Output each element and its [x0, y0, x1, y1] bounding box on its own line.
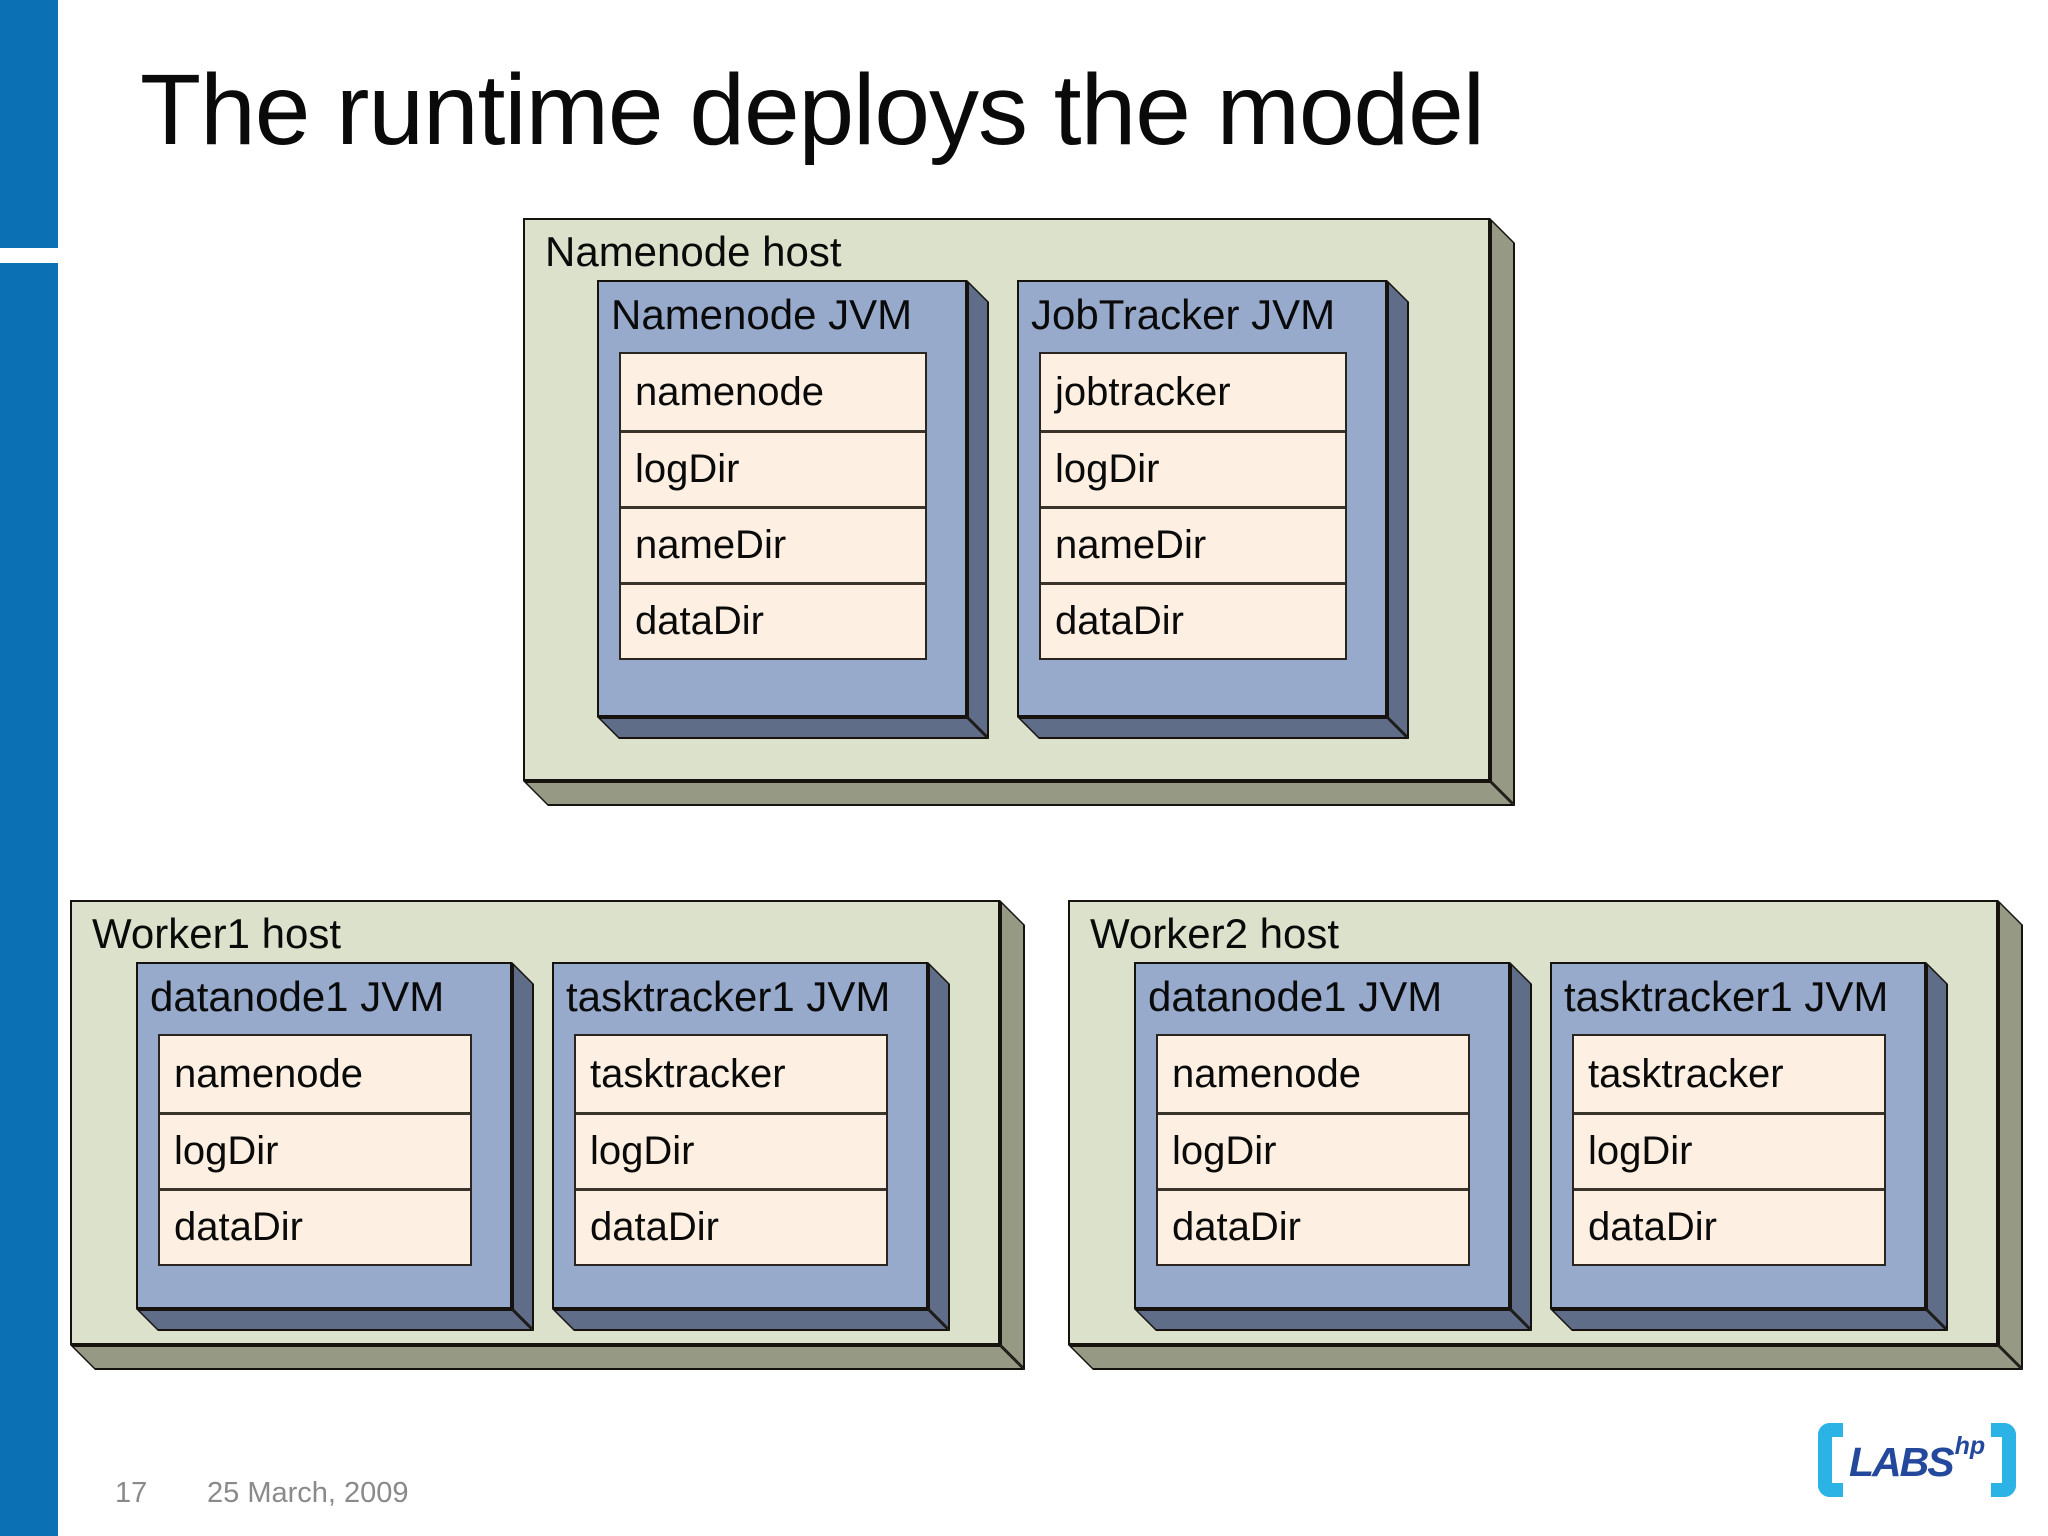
- host-extrusion-right: [1998, 900, 2023, 1370]
- sidebar-accent-bar: [0, 0, 58, 1536]
- process-row: dataDir: [576, 1188, 886, 1264]
- process-row: dataDir: [1041, 582, 1345, 658]
- jvm-box-namenode: Namenode JVM namenode logDir nameDir dat…: [597, 280, 989, 739]
- process-row: namenode: [160, 1036, 470, 1112]
- hp-labs-logo: LABS hp: [1818, 1421, 2017, 1499]
- jvm-box-tasktracker1: tasktracker1 JVM tasktracker logDir data…: [1550, 962, 1948, 1331]
- jvm-label: datanode1 JVM: [150, 973, 445, 1020]
- host-face: Worker2 host datanode1 JVM namenode logD…: [1068, 900, 1998, 1345]
- jvm-extrusion-right: [1926, 962, 1948, 1331]
- process-row: logDir: [1574, 1112, 1884, 1188]
- host-extrusion-right: [1000, 900, 1025, 1370]
- host-extrusion-bottom: [523, 781, 1515, 806]
- host-face: Worker1 host datanode1 JVM namenode logD…: [70, 900, 1000, 1345]
- jvm-extrusion-bottom: [552, 1309, 950, 1331]
- jvm-face: datanode1 JVM namenode logDir dataDir: [136, 962, 512, 1309]
- host-label: Worker2 host: [1090, 910, 1339, 957]
- process-list: namenode logDir dataDir: [158, 1034, 472, 1266]
- process-row: logDir: [1158, 1112, 1468, 1188]
- process-list: namenode logDir dataDir: [1156, 1034, 1470, 1266]
- host-box-worker2: Worker2 host datanode1 JVM namenode logD…: [1068, 900, 2023, 1370]
- jvm-extrusion-bottom: [1550, 1309, 1948, 1331]
- process-row: jobtracker: [1041, 354, 1345, 430]
- process-list: tasktracker logDir dataDir: [574, 1034, 888, 1266]
- host-label: Namenode host: [545, 228, 842, 275]
- host-box-worker1: Worker1 host datanode1 JVM namenode logD…: [70, 900, 1025, 1370]
- process-row: logDir: [1041, 430, 1345, 506]
- process-row: dataDir: [160, 1188, 470, 1264]
- process-row: namenode: [621, 354, 925, 430]
- host-face: Namenode host Namenode JVM namenode logD…: [523, 218, 1490, 781]
- process-row: namenode: [1158, 1036, 1468, 1112]
- jvm-face: tasktracker1 JVM tasktracker logDir data…: [1550, 962, 1926, 1309]
- logo-brand-text: LABS: [1849, 1438, 1955, 1485]
- jvm-label: datanode1 JVM: [1148, 973, 1443, 1020]
- host-box-namenode: Namenode host Namenode JVM namenode logD…: [523, 218, 1515, 806]
- process-row: dataDir: [1574, 1188, 1884, 1264]
- slide-date: 25 March, 2009: [207, 1477, 409, 1509]
- process-list: jobtracker logDir nameDir dataDir: [1039, 352, 1347, 660]
- process-row: tasktracker: [1574, 1036, 1884, 1112]
- jvm-extrusion-bottom: [597, 717, 989, 739]
- jvm-extrusion-right: [928, 962, 950, 1331]
- jvm-extrusion-bottom: [136, 1309, 534, 1331]
- host-extrusion-bottom: [1068, 1345, 2023, 1370]
- jvm-face: datanode1 JVM namenode logDir dataDir: [1134, 962, 1510, 1309]
- jvm-extrusion-bottom: [1017, 717, 1409, 739]
- process-list: namenode logDir nameDir dataDir: [619, 352, 927, 660]
- jvm-label: Namenode JVM: [611, 291, 913, 338]
- process-row: dataDir: [1158, 1188, 1468, 1264]
- process-list: tasktracker logDir dataDir: [1572, 1034, 1886, 1266]
- jvm-extrusion-right: [1510, 962, 1532, 1331]
- page-number: 17: [115, 1477, 148, 1509]
- process-row: logDir: [621, 430, 925, 506]
- jvm-extrusion-right: [967, 280, 989, 739]
- process-row: logDir: [576, 1112, 886, 1188]
- jvm-extrusion-bottom: [1134, 1309, 1532, 1331]
- jvm-label: tasktracker1 JVM: [566, 973, 891, 1020]
- jvm-face: JobTracker JVM jobtracker logDir nameDir…: [1017, 280, 1387, 717]
- jvm-face: Namenode JVM namenode logDir nameDir dat…: [597, 280, 967, 717]
- process-row: nameDir: [1041, 506, 1345, 582]
- host-extrusion-bottom: [70, 1345, 1025, 1370]
- sidebar-gap: [0, 248, 58, 263]
- process-row: logDir: [160, 1112, 470, 1188]
- process-row: dataDir: [621, 582, 925, 658]
- logo-bracket-right-icon: [1991, 1423, 2017, 1497]
- logo-bracket-left-icon: [1818, 1423, 1843, 1497]
- jvm-box-datanode1: datanode1 JVM namenode logDir dataDir: [1134, 962, 1532, 1331]
- jvm-extrusion-right: [512, 962, 534, 1331]
- logo-hp-superscript: hp: [1954, 1431, 1986, 1460]
- jvm-box-datanode1: datanode1 JVM namenode logDir dataDir: [136, 962, 534, 1331]
- host-label: Worker1 host: [92, 910, 341, 957]
- jvm-label: tasktracker1 JVM: [1564, 973, 1889, 1020]
- jvm-box-tasktracker1: tasktracker1 JVM tasktracker logDir data…: [552, 962, 950, 1331]
- jvm-label: JobTracker JVM: [1031, 291, 1336, 338]
- process-row: tasktracker: [576, 1036, 886, 1112]
- slide-title: The runtime deploys the model: [140, 54, 1485, 166]
- jvm-face: tasktracker1 JVM tasktracker logDir data…: [552, 962, 928, 1309]
- jvm-box-jobtracker: JobTracker JVM jobtracker logDir nameDir…: [1017, 280, 1409, 739]
- jvm-extrusion-right: [1387, 280, 1409, 739]
- host-extrusion-right: [1490, 218, 1515, 806]
- process-row: nameDir: [621, 506, 925, 582]
